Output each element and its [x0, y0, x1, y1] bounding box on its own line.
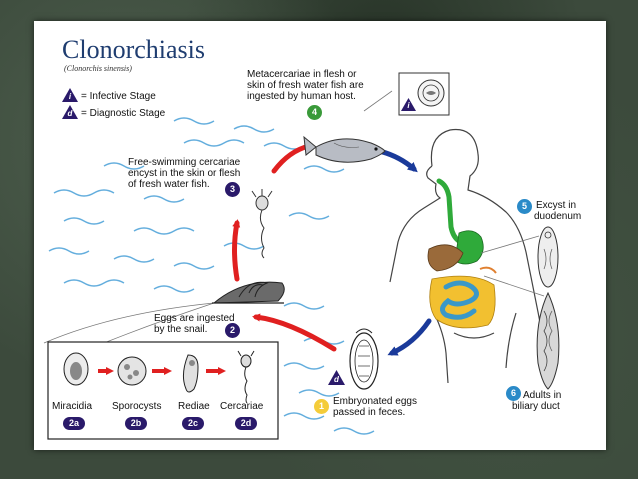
legend-infective-label: = Infective Stage	[81, 91, 156, 102]
miracidia-illustration	[63, 352, 89, 386]
stage6-text-line2: biliary duct	[512, 401, 560, 412]
stage3-text-line1: Free-swimming cercariae	[128, 157, 241, 168]
substage-label-sporocysts: Sporocysts	[112, 401, 162, 412]
pointer-lines	[43, 90, 545, 344]
substage-label-miracidia: Miracidia	[52, 401, 93, 412]
rediae-illustration	[182, 354, 199, 393]
stage2-text-line2: by the snail.	[154, 324, 208, 335]
diagram-panel: Clonorchiasis (Clonorchis sinensis) i = …	[34, 21, 606, 450]
cercariae-illustration	[237, 350, 255, 404]
stage4-text-line1: Metacercariae in flesh or	[247, 69, 357, 80]
substage-badge-2d: 2d	[235, 417, 257, 430]
stage1-text-line2: passed in feces.	[333, 407, 406, 418]
page-subtitle: (Clonorchis sinensis)	[64, 64, 132, 73]
stage4-text-line3: ingested by human host.	[247, 91, 356, 102]
egg-illustration	[349, 328, 379, 390]
human-silhouette	[389, 128, 549, 384]
inset-infective-icon: i	[401, 98, 416, 111]
stage4-badge: 4	[307, 105, 322, 120]
stage5-badge: 5	[517, 199, 532, 214]
diagnostic-stage-icon: d	[62, 105, 78, 119]
water-waves	[48, 117, 375, 435]
stage3-text-line2: encyst in the skin or flesh	[128, 168, 241, 179]
snail-illustration	[212, 281, 285, 304]
stage6-text-line1: Adults in	[523, 390, 562, 401]
cercaria-illustration	[251, 189, 273, 259]
stage2-text-line1: Eggs are ingested	[154, 313, 235, 324]
stage5-text-line2: duodenum	[534, 211, 582, 222]
diagram-artwork	[43, 72, 560, 440]
substage-badge-2b: 2b	[125, 417, 147, 430]
stage3-text-line3: of fresh water fish.	[128, 179, 210, 190]
substage-badge-2c: 2c	[182, 417, 204, 430]
substage-badge-2a: 2a	[63, 417, 85, 430]
legend-diagnostic-label: = Diagnostic Stage	[81, 108, 166, 119]
infective-stage-icon: i	[62, 88, 78, 102]
substage-label-rediae: Rediae	[178, 401, 210, 412]
egg-diagnostic-icon: d	[328, 370, 345, 385]
page-title: Clonorchiasis	[62, 35, 205, 64]
stage1-text-line1: Embryonated eggs	[333, 396, 417, 407]
red-cycle-arrows	[232, 143, 337, 352]
excysted-fluke-illustration	[537, 226, 559, 288]
adult-fluke-illustration	[536, 291, 560, 390]
stage2-badge: 2	[225, 323, 240, 338]
substage-label-cercariae: Cercariae	[220, 401, 264, 412]
stage3-badge: 3	[225, 182, 240, 197]
stage5-text-line1: Excyst in	[536, 200, 577, 211]
blue-arrows	[376, 148, 432, 356]
digestive-organs	[427, 178, 497, 329]
fish-illustration	[303, 135, 386, 163]
stage4-text-line2: skin of fresh water fish are	[247, 80, 364, 91]
sporocysts-illustration	[117, 356, 147, 386]
stage6-badge: 6	[506, 386, 521, 401]
stage1-badge: 1	[314, 399, 329, 414]
